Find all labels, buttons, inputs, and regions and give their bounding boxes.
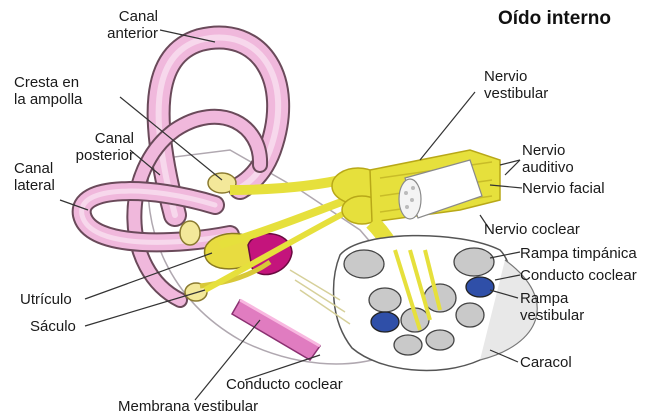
label-nervio-facial: Nervio facial xyxy=(522,180,605,197)
label-canal-lateral: Canal lateral xyxy=(14,160,55,194)
label-caracol: Caracol xyxy=(520,354,572,371)
cochlea xyxy=(334,236,538,371)
ampulla-lateral xyxy=(180,221,200,245)
label-cresta-ampolla: Cresta en la ampolla xyxy=(14,74,82,108)
label-nervio-auditivo: Nervio auditivo xyxy=(522,142,574,176)
label-membrana-vestibular: Membrana vestibular xyxy=(118,398,258,415)
label-canal-anterior: Canal anterior xyxy=(96,8,158,42)
label-nervio-vestibular: Nervio vestibular xyxy=(484,68,548,102)
label-conducto-coclear-bottom: Conducto coclear xyxy=(226,376,343,393)
label-canal-posterior: Canal posterior xyxy=(70,130,134,164)
label-rampa-timpanica: Rampa timpánica xyxy=(520,245,637,262)
label-saculo: Sáculo xyxy=(30,318,76,335)
label-utriculo: Utrículo xyxy=(20,291,72,308)
label-conducto-coclear-right: Conducto coclear xyxy=(520,267,637,284)
label-nervio-coclear: Nervio coclear xyxy=(484,221,580,238)
diagram-title: Oído interno xyxy=(498,8,611,30)
label-rampa-vestibular: Rampa vestibular xyxy=(520,290,584,324)
